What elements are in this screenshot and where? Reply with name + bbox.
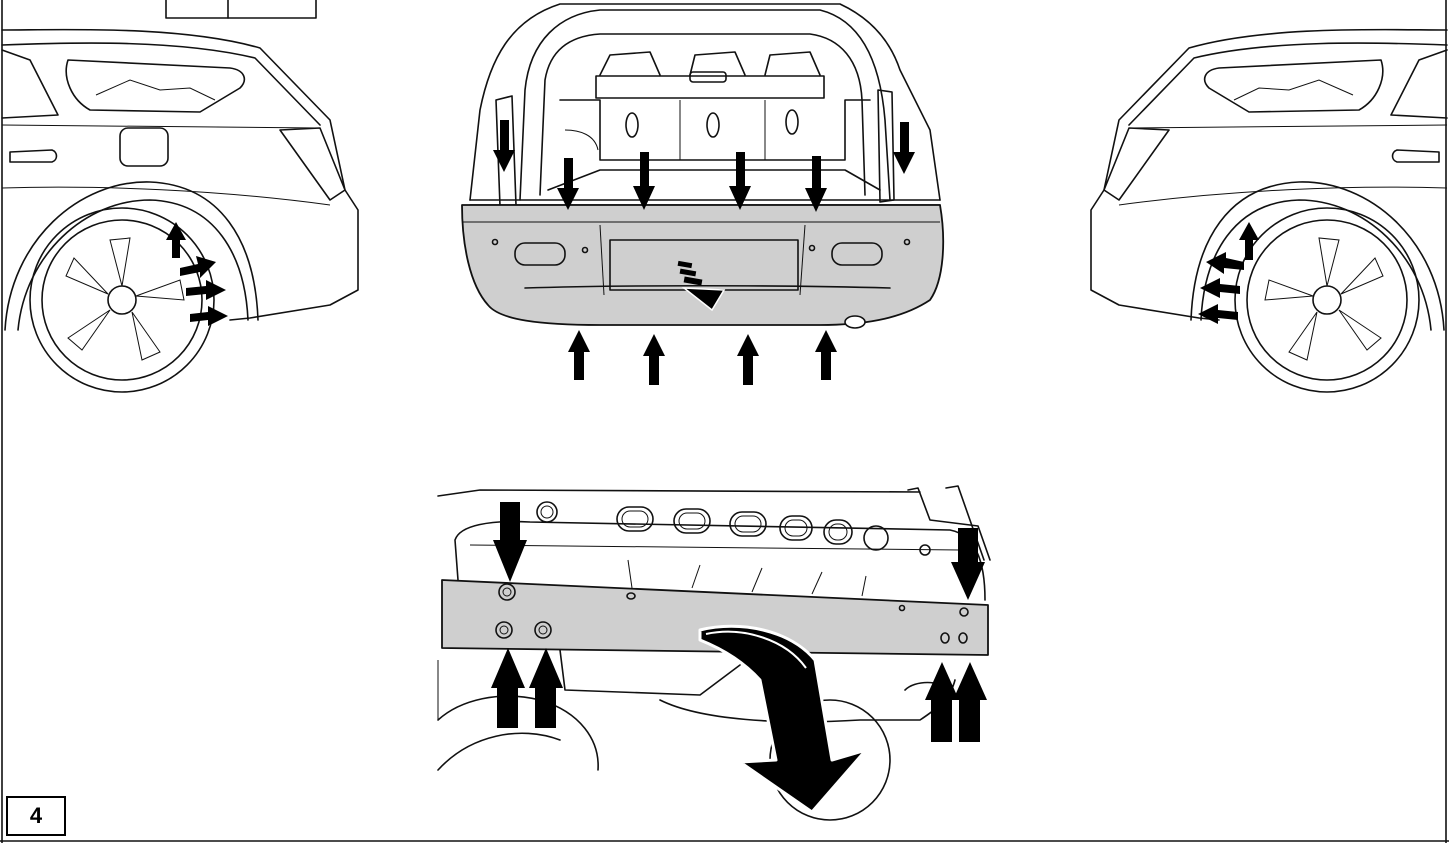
left-quarter-arrows: [166, 222, 228, 326]
step-number: 4: [29, 803, 43, 828]
arrow-right: [186, 280, 226, 300]
arrow-left: [1198, 304, 1238, 324]
underside-detail: [437, 485, 991, 821]
arrow-right: [180, 256, 216, 278]
arrow-up: [529, 648, 563, 728]
arrow-down: [729, 152, 751, 210]
arrow-up: [491, 648, 525, 728]
arrow-up: [166, 222, 186, 258]
arrow-up: [568, 330, 590, 380]
arrow-up: [925, 662, 959, 742]
arrow-up: [815, 330, 837, 380]
left-quarter-view: [1, 28, 359, 393]
right-quarter-arrows: [1198, 222, 1259, 324]
arrow-down: [805, 156, 827, 212]
arrow-up: [953, 662, 987, 742]
right-quarter-view: [1090, 28, 1448, 393]
arrow-up: [737, 334, 759, 385]
arrow-left: [1206, 252, 1244, 274]
underside-arrows: [491, 502, 987, 742]
arrow-right: [190, 306, 228, 326]
arrow-down: [557, 158, 579, 210]
top-table-fragment: [165, 0, 317, 19]
step-number-box: 4: [6, 796, 66, 836]
arrow-down: [893, 122, 915, 174]
arrow-left: [1200, 278, 1240, 298]
arrow-up: [1239, 222, 1259, 260]
arrow-down: [951, 528, 985, 600]
rear-view-arrows: [493, 120, 915, 385]
arrow-down: [633, 152, 655, 210]
arrow-down: [493, 502, 527, 582]
arrow-up: [643, 334, 665, 385]
rear-view: [461, 3, 945, 329]
arrow-down: [493, 120, 515, 172]
